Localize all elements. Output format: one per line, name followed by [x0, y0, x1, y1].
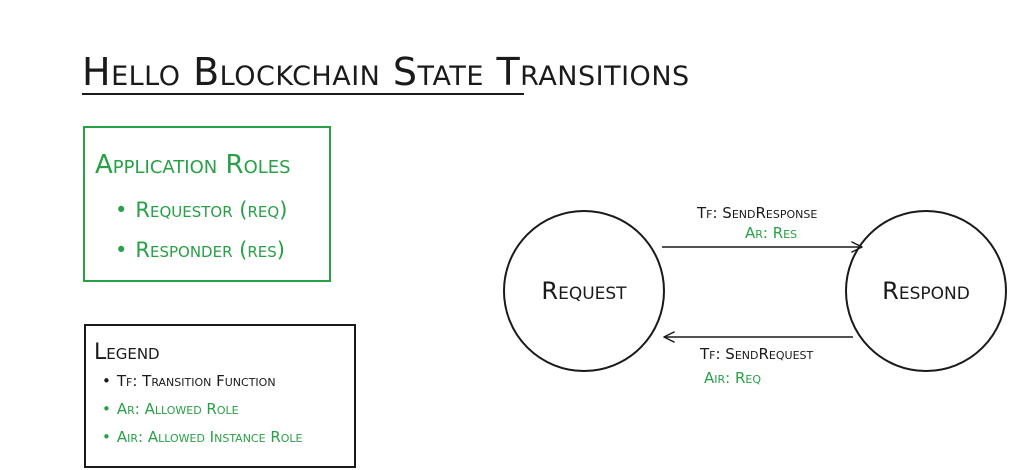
legend-item-ar: • Ar: Allowed Role — [102, 400, 239, 418]
bullet-icon: • — [102, 372, 111, 390]
role-item-requestor: • Requestor (req) — [115, 198, 287, 222]
bullet-icon: • — [102, 428, 111, 446]
legend-label: Tf: Transition Function — [116, 372, 276, 390]
state-label-respond: Respond — [882, 277, 970, 305]
bullet-icon: • — [115, 238, 128, 262]
bullet-icon: • — [115, 198, 128, 222]
legend-item-air: • Air: Allowed Instance Role — [102, 428, 303, 446]
allowed-instance-role-req: Air: Req — [704, 369, 762, 387]
state-node-respond — [845, 210, 1007, 372]
state-label-request: Request — [541, 277, 627, 305]
application-roles-box: Application Roles • Requestor (req) • Resp… — [83, 126, 331, 282]
application-roles-heading: Application Roles — [95, 150, 291, 180]
legend-item-tf: • Tf: Transition Function — [102, 372, 276, 390]
bullet-icon: • — [102, 400, 111, 418]
state-node-request — [503, 210, 665, 372]
legend-label: Air: Allowed Instance Role — [116, 428, 303, 446]
legend-heading: Legend — [94, 340, 160, 365]
role-label: Requestor (req) — [135, 198, 288, 222]
legend-label: Ar: Allowed Role — [116, 400, 239, 418]
role-item-responder: • Responder (res) — [115, 238, 285, 262]
title-underline — [82, 93, 524, 95]
page-title: Hello Blockchain State Transitions — [82, 50, 690, 94]
allowed-role-res: Ar: Res — [745, 224, 798, 242]
role-label: Responder (res) — [135, 238, 285, 262]
transition-function-send-request: Tf: SendRequest — [700, 345, 814, 363]
legend-box: Legend • Tf: Transition Function • Ar: All… — [84, 324, 356, 468]
transition-function-send-response: Tf: SendResponse — [697, 204, 818, 222]
